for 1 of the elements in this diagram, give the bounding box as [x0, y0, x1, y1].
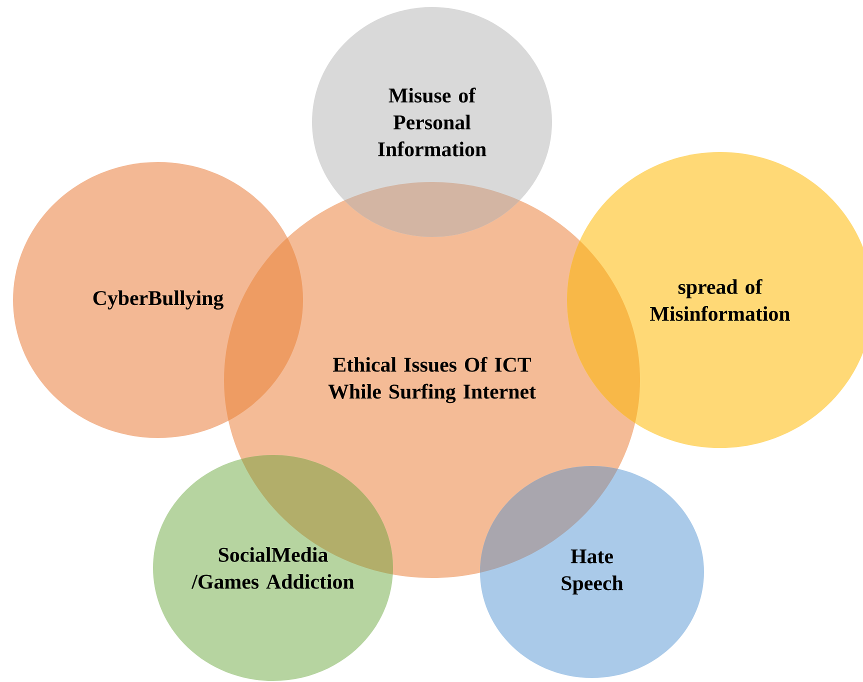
- node-label: CyberBullying: [93, 290, 224, 310]
